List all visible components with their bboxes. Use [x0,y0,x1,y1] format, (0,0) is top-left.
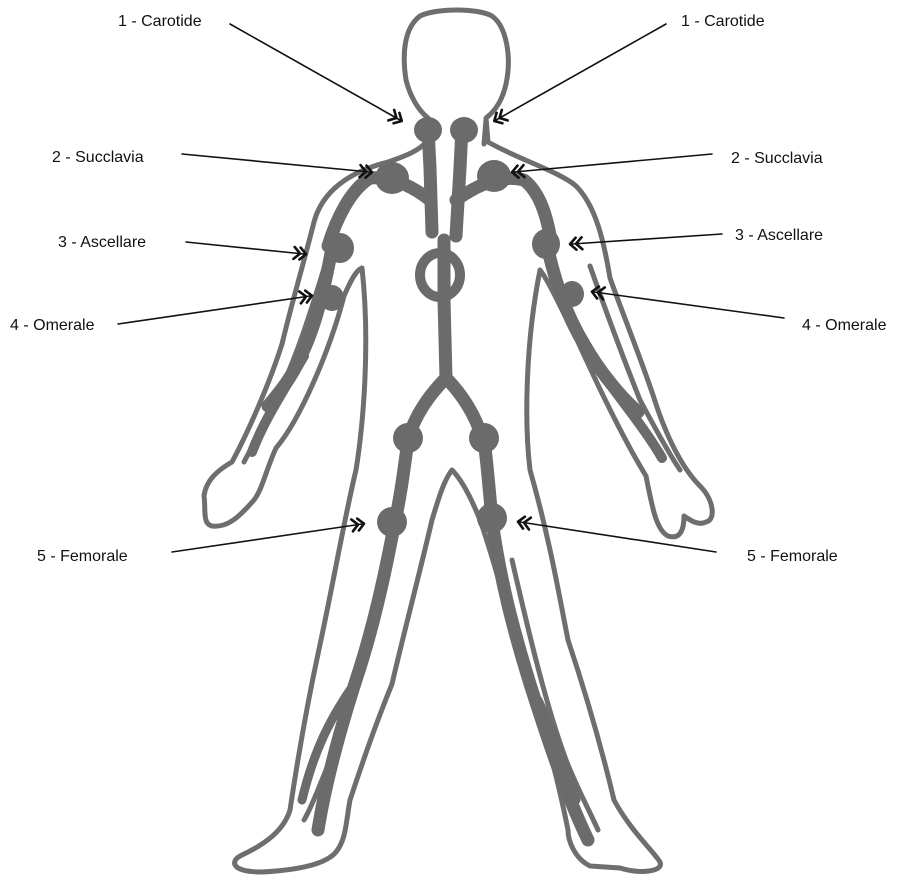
label-omerale-right: 4 - Omerale [802,317,887,334]
pulse-node-iliac-right [469,423,499,453]
pulse-node-subclavian-left [375,162,409,194]
pulse-node-brachial-left [320,285,344,311]
label-ascellare-right: 3 - Ascellare [735,227,823,244]
pulse-node-brachial-right [560,281,584,307]
pointer-femorale-left [172,524,362,552]
pulse-node-axillary-right [532,229,560,259]
pointer-ascellare-left [186,242,304,254]
pointer-carotid-left [230,24,400,120]
pointer-succlavia-right [514,154,712,172]
label-succlavia-right: 2 - Succlavia [731,150,823,167]
vessel-carotid-right [456,128,462,236]
label-femorale-left: 5 - Femorale [37,548,128,565]
pointer-omerale-left [118,296,310,324]
label-omerale-left: 4 - Omerale [10,317,95,334]
label-succlavia-left: 2 - Succlavia [52,149,144,166]
label-femorale-right: 5 - Femorale [747,548,838,565]
pulse-node-iliac-left [393,423,423,453]
label-ascellare-left: 3 - Ascellare [58,234,146,251]
vessel-aorta [444,240,446,378]
pointer-ascellare-right [572,234,722,244]
vessel-femoral-left [318,440,408,830]
arrowhead-carotid-left [388,110,404,126]
pulse-node-carotid-left [414,117,442,143]
vessel-carotid-left [428,128,432,232]
label-carotide-left: 1 - Carotide [118,13,202,30]
pointer-carotid-right [496,24,666,120]
pulse-node-femoral-left [377,507,407,537]
pulse-node-axillary-left [326,233,354,263]
pulse-node-subclavian-right [477,160,511,192]
pulse-node-carotid-right [450,117,478,143]
neck-line-right [484,120,486,144]
label-carotide-right: 1 - Carotide [681,13,765,30]
pulse-node-femoral-right [477,503,507,533]
pointer-succlavia-left [182,154,370,172]
